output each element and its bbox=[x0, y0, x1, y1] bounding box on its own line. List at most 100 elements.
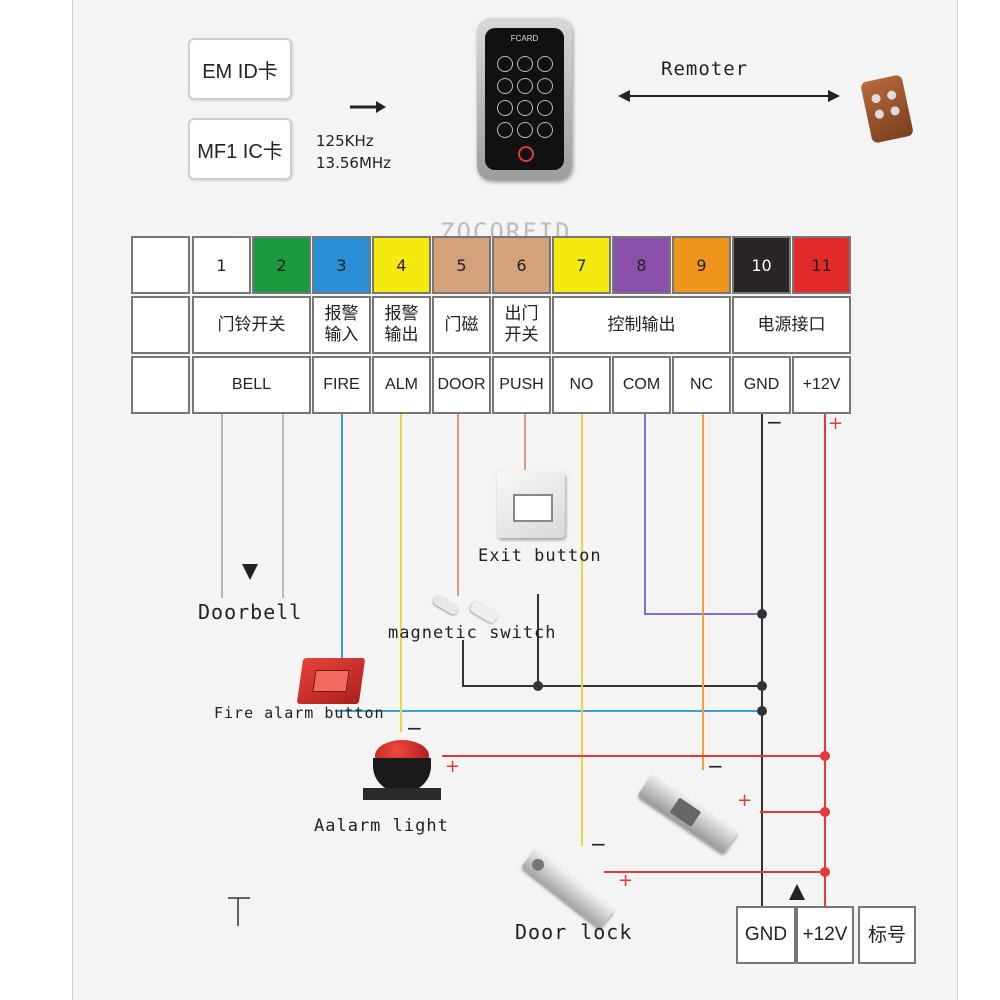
power-12v-cell: +12V bbox=[796, 906, 854, 964]
terminal-code: GND bbox=[743, 376, 780, 393]
junction-dot bbox=[757, 681, 767, 691]
terminal-function-cell: 出门开关 bbox=[492, 296, 551, 354]
terminal-code-cell: BELL bbox=[192, 356, 311, 414]
terminal-code: +12V bbox=[802, 376, 841, 393]
terminal-code-cell: COM bbox=[612, 356, 671, 414]
terminal-code-cell: +12V bbox=[792, 356, 851, 414]
terminal-number-cell: 10 bbox=[732, 236, 791, 294]
terminal-code: ALM bbox=[385, 376, 418, 393]
terminal-code-cell: GND bbox=[732, 356, 791, 414]
reader-face: FCARD bbox=[485, 28, 564, 170]
terminal-number-cell: 1 bbox=[192, 236, 251, 294]
terminal-number-cell: 2 bbox=[252, 236, 311, 294]
keypad-key-icon bbox=[517, 122, 533, 138]
terminal-number: 7 bbox=[576, 255, 587, 275]
keypad-key-icon bbox=[497, 100, 513, 116]
terminal-function: 门磁 bbox=[444, 314, 479, 335]
keypad-key-icon bbox=[537, 122, 553, 138]
gnd-minus-sign: − bbox=[766, 410, 783, 434]
terminal-code-cell: ALM bbox=[372, 356, 431, 414]
terminal-number: 9 bbox=[696, 255, 707, 275]
terminal-function: 控制输出 bbox=[607, 314, 676, 335]
terminal-code-cell: NC bbox=[672, 356, 731, 414]
alarm-siren-device bbox=[363, 740, 441, 802]
lock-minus-sign: − bbox=[590, 832, 607, 856]
terminal-code: DOOR bbox=[437, 376, 486, 393]
terminal-code: NC bbox=[689, 376, 714, 393]
card-reader-device: FCARD bbox=[477, 18, 572, 180]
junction-dot bbox=[757, 706, 767, 716]
keypad-key-icon bbox=[517, 100, 533, 116]
terminal-number-cell: 8 bbox=[612, 236, 671, 294]
strike-minus-sign: − bbox=[707, 754, 724, 778]
keypad-key-icon bbox=[537, 56, 553, 72]
terminal-function-line: 出门 bbox=[504, 304, 539, 324]
freq-1356: 13.56MHz bbox=[316, 154, 392, 172]
keypad-key-icon bbox=[517, 56, 533, 72]
keypad-key-icon bbox=[497, 78, 513, 94]
terminal-number-cell: 6 bbox=[492, 236, 551, 294]
terminal-function-line: 开关 bbox=[504, 325, 539, 345]
terminal-function-line: 报警 bbox=[384, 304, 419, 324]
terminal-number: 4 bbox=[396, 255, 407, 275]
remoter-label: Remoter bbox=[661, 58, 749, 80]
terminal-function-line: 输出 bbox=[384, 325, 419, 345]
junction-dot bbox=[757, 609, 767, 619]
keypad-key-icon bbox=[537, 100, 553, 116]
power-arrow-icon bbox=[789, 884, 805, 900]
com-wire bbox=[644, 414, 762, 615]
siren-base-icon bbox=[373, 758, 431, 792]
keypad-key-icon bbox=[537, 78, 553, 94]
freq-125: 125KHz bbox=[316, 132, 374, 150]
power-gnd-label: GND bbox=[744, 924, 788, 945]
terminal-number-cell: 4 bbox=[372, 236, 431, 294]
doorbell-label: Doorbell bbox=[198, 600, 303, 624]
terminal-number: 1 bbox=[216, 255, 227, 275]
terminal-function-cell: 门铃开关 bbox=[192, 296, 311, 354]
terminal-number-cell: 7 bbox=[552, 236, 611, 294]
terminal-number: 2 bbox=[276, 255, 287, 275]
doorbell-arrow-icon bbox=[242, 564, 258, 580]
siren-mount-icon bbox=[363, 788, 441, 800]
terminal-code: FIRE bbox=[323, 376, 360, 393]
fire-alarm-label: Fire alarm button bbox=[214, 704, 385, 722]
door-lock-label: Door lock bbox=[515, 920, 633, 944]
input-arrow-icon bbox=[350, 101, 386, 113]
frequency-text: 125KHz 13.56MHz bbox=[316, 130, 391, 174]
alarm-minus-sign: − bbox=[406, 716, 423, 740]
table-blank-cell bbox=[131, 236, 190, 294]
mf-card-label: MF1 IC卡 bbox=[197, 140, 283, 163]
fingerprint-icon bbox=[518, 146, 534, 162]
alarm-light-label: Aalarm light bbox=[314, 816, 449, 836]
terminal-code-cell: DOOR bbox=[432, 356, 491, 414]
table-blank-cell bbox=[131, 296, 190, 354]
mf-card: MF1 IC卡 bbox=[188, 118, 292, 180]
exit-button-label: Exit button bbox=[478, 546, 602, 566]
terminal-function: 电源接口 bbox=[757, 314, 826, 335]
power-gnd-cell: GND bbox=[736, 906, 796, 964]
terminal-code: COM bbox=[622, 376, 661, 393]
terminal-code-cell: PUSH bbox=[492, 356, 551, 414]
terminal-number-cell: 9 bbox=[672, 236, 731, 294]
em-card: EM ID卡 bbox=[188, 38, 292, 100]
terminal-code: PUSH bbox=[499, 376, 544, 393]
terminal-number: 5 bbox=[456, 255, 467, 275]
terminal-code: NO bbox=[569, 376, 594, 393]
terminal-number: 8 bbox=[636, 255, 647, 275]
double-arrow-icon bbox=[618, 90, 840, 102]
terminal-number: 6 bbox=[516, 255, 527, 275]
magnetic-return-wire bbox=[462, 640, 762, 687]
terminal-function-cell: 报警输入 bbox=[312, 296, 371, 354]
junction-dot bbox=[533, 681, 543, 691]
terminal-function-cell: 门磁 bbox=[432, 296, 491, 354]
terminal-number-cell: 3 bbox=[312, 236, 371, 294]
terminal-function-cell: 报警输出 bbox=[372, 296, 431, 354]
terminal-function-cell: 电源接口 bbox=[732, 296, 851, 354]
exit-button-device bbox=[497, 472, 565, 538]
keypad-key-icon bbox=[497, 122, 513, 138]
keypad-key-icon bbox=[517, 78, 533, 94]
terminal-function: 门铃开关 bbox=[217, 314, 286, 335]
junction-dot bbox=[820, 867, 830, 877]
v12-plus-sign: + bbox=[828, 413, 844, 434]
